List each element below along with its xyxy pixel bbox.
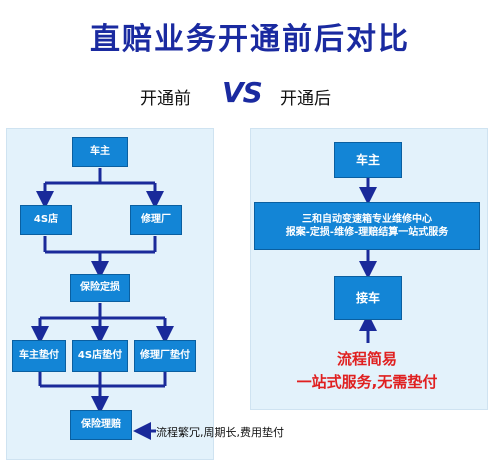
label-before: 开通前 [140,89,191,109]
node-service-center: 三和自动变速箱专业维修中心 报案-定损-维修-理赔结算一站式服务 [254,202,480,250]
after-note: 流程简易 一站式服务,无需垫付 [262,348,472,395]
node-insurance-claim: 保险理赔 [70,410,132,440]
after-note-line2: 一站式服务,无需垫付 [296,373,438,392]
vs-label: VS [222,76,263,109]
node-owner-after: 车主 [334,142,402,178]
node-repair-shop: 修理厂 [130,205,182,235]
label-after: 开通后 [280,89,331,109]
before-note: 流程繁冗,周期长,费用垫付 [156,426,284,439]
node-4s-shop: 4S店 [20,205,72,235]
service-center-line1: 三和自动变速箱专业维修中心 [302,213,432,225]
node-pay-owner: 车主垫付 [12,340,66,372]
page-title: 直赔业务开通前后对比 [90,22,410,57]
node-pay-repair: 修理厂垫付 [134,340,196,372]
node-pickup: 接车 [334,276,402,320]
node-insurance-assess: 保险定损 [70,274,130,302]
node-owner-before: 车主 [72,137,128,167]
after-note-line1: 流程简易 [336,350,397,368]
node-pay-4s: 4S店垫付 [72,340,128,372]
service-center-line2: 报案-定损-维修-理赔结算一站式服务 [285,227,449,238]
